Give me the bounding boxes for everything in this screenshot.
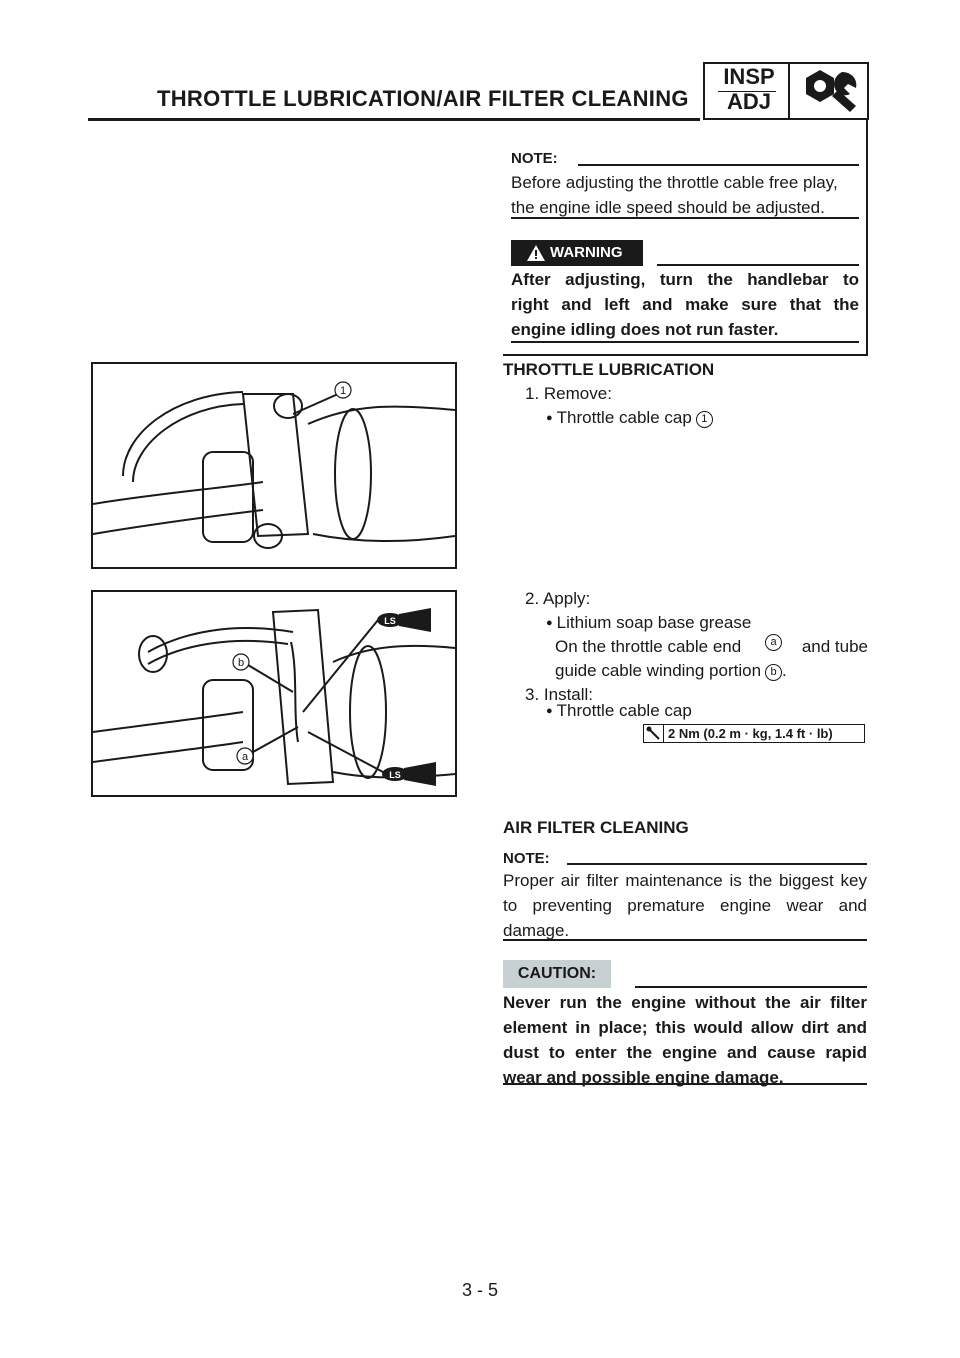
warning-text: After adjusting, turn the handlebar to r… [511, 267, 859, 342]
note-line: Before adjusting the throttle cable free… [511, 173, 838, 192]
throttle-cap-illustration: 1 [92, 381, 456, 549]
step-3: 3. Install: [525, 685, 594, 704]
air-filter-note-label: NOTE: [503, 850, 550, 867]
section-tab-top: INSP [723, 64, 775, 89]
page-title: THROTTLE LUBRICATION/AIR FILTER CLEANING [157, 86, 689, 111]
torque-value: 2 Nm (0.2 m · kg, 1.4 ft · lb) [668, 726, 833, 741]
caution-badge: CAUTION: [503, 960, 611, 988]
section-tab [703, 62, 869, 120]
torque-spec-box: 2 Nm (0.2 m · kg, 1.4 ft · lb) [643, 724, 865, 743]
caution-text: Never run the engine without the air fil… [503, 990, 867, 1090]
figure-callout-a: a [242, 751, 249, 763]
grease-gun-icon-bottom: LS [382, 762, 436, 786]
callout-a: a [765, 634, 782, 651]
figure-grease-points: b a LS LS [91, 590, 457, 797]
note-text: Before adjusting the throttle cable free… [511, 170, 859, 220]
section-tab-label: INSP ADJ [710, 64, 788, 114]
throttle-heading: THROTTLE LUBRICATION [503, 360, 715, 379]
caution-line: element in place; this would allow dirt … [503, 1018, 867, 1037]
wrench-nut-icon [806, 70, 857, 112]
caution-line: wear and possible engine damage. [503, 1068, 784, 1087]
note-box-bottom-rule [503, 354, 868, 356]
note-label: NOTE: [511, 150, 558, 167]
grease-points-illustration: b a LS LS [92, 608, 456, 786]
air-filter-note-text: Proper air filter maintenance is the big… [503, 868, 867, 943]
warning-label: WARNING [550, 244, 623, 261]
air-filter-note-line: to preventing premature engine wear and [503, 896, 867, 915]
air-filter-note-line: Proper air filter maintenance is the big… [503, 871, 867, 890]
warning-line: After adjusting, turn the handlebar to [511, 270, 859, 289]
torque-divider [663, 725, 664, 742]
bullet-icon: ● [546, 412, 553, 424]
section-tab-separator [788, 62, 790, 120]
bullet-icon: ● [546, 617, 553, 629]
air-filter-heading: AIR FILTER CLEANING [503, 818, 689, 837]
air-filter-note-rule-top [567, 863, 867, 865]
air-filter-note-line: damage. [503, 921, 570, 940]
grease-gun-icon-top: LS [377, 608, 431, 632]
page-number: 3 - 5 [461, 1280, 499, 1300]
ls-label-top: LS [384, 616, 396, 626]
caution-rule-top [635, 986, 867, 988]
note-rule-top [578, 164, 859, 166]
section-tab-bottom: ADJ [726, 89, 771, 114]
warning-triangle-icon [527, 245, 545, 261]
callout-1: 1 [695, 411, 713, 428]
figure-callout-1: 1 [340, 385, 346, 397]
bullet-icon: ● [546, 705, 553, 717]
header-rule [88, 118, 700, 121]
note-line: the engine idle speed should be adjusted… [511, 198, 825, 217]
caution-rule-bottom [503, 1083, 867, 1085]
section-tab-divider [718, 91, 776, 92]
air-filter-note-rule-bottom [503, 939, 867, 941]
figure-callout-b: b [238, 657, 244, 669]
caution-line: dust to enter the engine and cause rapid [503, 1043, 867, 1062]
warning-rule-bottom [511, 341, 859, 343]
note-box-side-rule [866, 120, 868, 356]
warning-line: right and left and make sure that the [511, 295, 859, 314]
warning-badge: WARNING [511, 240, 643, 266]
ls-label-bottom: LS [389, 770, 401, 780]
step-2: 2. Apply: [525, 589, 591, 608]
caution-line: Never run the engine without the air fil… [503, 993, 867, 1012]
figure-throttle-cap: 1 [91, 362, 457, 569]
step-3-item: ●Throttle cable cap [546, 701, 692, 720]
warning-rule-top [657, 264, 859, 266]
callout-b: b [765, 664, 783, 681]
step-2-item: ●Lithium soap base grease [546, 613, 752, 632]
note-rule-bottom [511, 217, 859, 219]
step-1: 1. Remove: [525, 384, 612, 403]
torque-wrench-icon [646, 726, 660, 740]
warning-line: engine idling does not run faster. [511, 320, 779, 339]
